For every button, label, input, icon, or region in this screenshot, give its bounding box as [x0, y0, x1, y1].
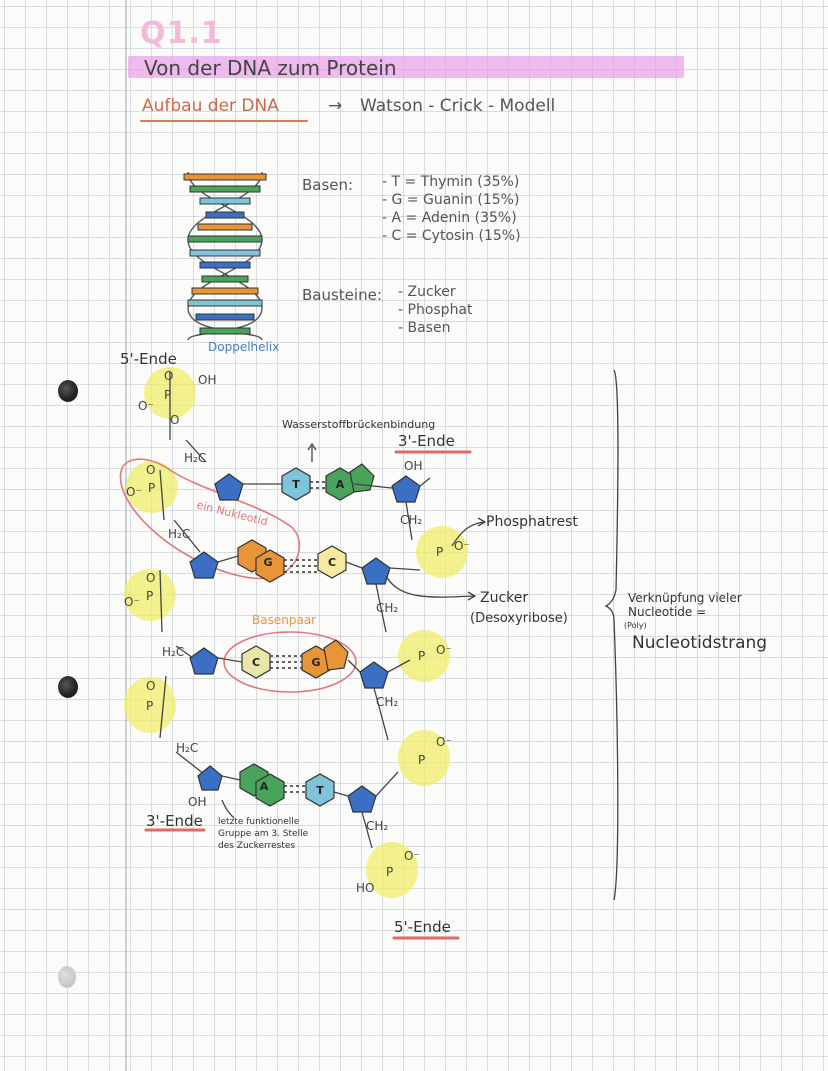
punch-hole — [58, 676, 78, 698]
sugar-pentagons — [189, 473, 421, 813]
bases-label: Basen: — [302, 176, 354, 194]
brace-note-line1: Verknüpfung vieler — [628, 591, 742, 605]
svg-text:O⁻: O⁻ — [436, 735, 452, 749]
brace-note-line2: Nucleotide = — [628, 605, 706, 619]
base-letter-t: T — [292, 478, 300, 491]
baustein-item-basen: - Basen — [398, 320, 451, 336]
svg-text:O⁻: O⁻ — [126, 485, 142, 499]
svg-text:H₂C: H₂C — [168, 527, 190, 541]
base-item-c: - C = Cytosin (15%) — [382, 228, 521, 244]
section-number: Q1.1 — [140, 16, 223, 51]
connector-lines — [217, 477, 431, 849]
zucker-label: Zucker — [480, 590, 528, 606]
title-highlight — [128, 56, 684, 78]
three-prime-bottom-label: 3'-Ende — [146, 812, 203, 830]
bausteine-label: Bausteine: — [302, 286, 382, 304]
svg-text:H₂C: H₂C — [176, 741, 198, 755]
baustein-item-phosphat: - Phosphat — [398, 302, 473, 318]
subtitle-arrow: → — [328, 96, 343, 116]
svg-text:P: P — [386, 865, 393, 879]
base-letter-g: G — [263, 556, 272, 569]
annotation-circles — [119, 458, 357, 693]
svg-text:O: O — [146, 463, 155, 477]
svg-text:H₂C: H₂C — [184, 451, 206, 465]
svg-text:OH: OH — [188, 795, 206, 809]
svg-text:OH: OH — [404, 459, 422, 473]
base-letter-g: G — [311, 656, 320, 669]
svg-text:O: O — [146, 571, 155, 585]
baustein-item-zucker: - Zucker — [398, 284, 456, 300]
svg-text:O: O — [146, 679, 155, 693]
base-shapes — [237, 463, 375, 807]
svg-text:P: P — [148, 481, 155, 495]
phosphate-highlights — [124, 367, 468, 898]
brace-note-line3: (Poly) — [624, 621, 647, 630]
svg-text:O⁻: O⁻ — [404, 849, 420, 863]
end-label-underlines — [144, 450, 472, 940]
base-item-a: - A = Adenin (35%) — [382, 210, 517, 226]
svg-text:P: P — [418, 753, 425, 767]
annotation-arrows — [221, 369, 619, 901]
page-title: Von der DNA zum Protein — [144, 56, 397, 80]
five-prime-bottom-label: 5'-Ende — [394, 918, 451, 936]
subtitle-right: Watson - Crick - Modell — [360, 96, 556, 116]
svg-text:OH: OH — [198, 373, 216, 387]
svg-text:O: O — [164, 369, 173, 383]
svg-text:P: P — [146, 589, 153, 603]
basenpaar-label: Basenpaar — [252, 613, 316, 627]
svg-text:CH₂: CH₂ — [376, 695, 398, 709]
left-backbone — [159, 372, 207, 775]
svg-text:CH₂: CH₂ — [376, 601, 398, 615]
three-prime-top-label: 3'-Ende — [398, 432, 455, 450]
svg-text:O⁻: O⁻ — [138, 399, 154, 413]
hbond-label: Wasserstoffbrückenbindung — [282, 418, 435, 431]
phosphatrest-label: Phosphatrest — [486, 514, 578, 530]
svg-text:P: P — [436, 545, 443, 559]
base-item-t: - T = Thymin (35%) — [382, 174, 520, 190]
chem-labels: O P OH O⁻ O H₂C O P O⁻ H₂C O P O⁻ H₂C O … — [124, 369, 470, 895]
five-prime-top-label: 5'-Ende — [120, 350, 177, 368]
svg-text:HO: HO — [356, 881, 374, 895]
svg-text:O⁻: O⁻ — [124, 595, 140, 609]
svg-text:CH₂: CH₂ — [400, 513, 422, 527]
margin-line — [125, 0, 127, 1071]
svg-text:O⁻: O⁻ — [436, 643, 452, 657]
base-letter-t: T — [316, 784, 324, 797]
base-letter-a: A — [336, 478, 345, 491]
base-letter-c: C — [252, 656, 260, 669]
svg-text:H₂C: H₂C — [162, 645, 184, 659]
svg-text:O: O — [170, 413, 179, 427]
svg-text:P: P — [164, 388, 171, 402]
svg-text:P: P — [146, 699, 153, 713]
subtitle-left: Aufbau der DNA — [142, 96, 279, 116]
base-letter-c: C — [328, 556, 336, 569]
nucleotid-label: ein Nukleotid — [195, 498, 269, 528]
base-item-g: - G = Guanin (15%) — [382, 192, 520, 208]
base-letter-a: A — [260, 780, 269, 793]
svg-text:O⁻: O⁻ — [454, 539, 470, 553]
punch-hole — [58, 966, 76, 988]
svg-text:CH₂: CH₂ — [366, 819, 388, 833]
last-group-note-3: des Zuckerrestes — [218, 841, 295, 851]
double-helix-drawing — [183, 171, 267, 341]
svg-text:P: P — [418, 649, 425, 663]
last-group-note-1: letzte funktionelle — [218, 817, 300, 827]
base-letters: T A G C C G A T — [252, 478, 345, 797]
zucker-sub-label: (Desoxyribose) — [470, 611, 568, 626]
subtitle-underline — [140, 120, 308, 122]
nucleotidstrang-label: Nucleotidstrang — [632, 633, 767, 653]
punch-hole — [58, 380, 78, 402]
hydrogen-bonds — [270, 481, 326, 793]
helix-caption: Doppelhelix — [208, 340, 280, 354]
last-group-note-2: Gruppe am 3. Stelle — [218, 829, 309, 839]
